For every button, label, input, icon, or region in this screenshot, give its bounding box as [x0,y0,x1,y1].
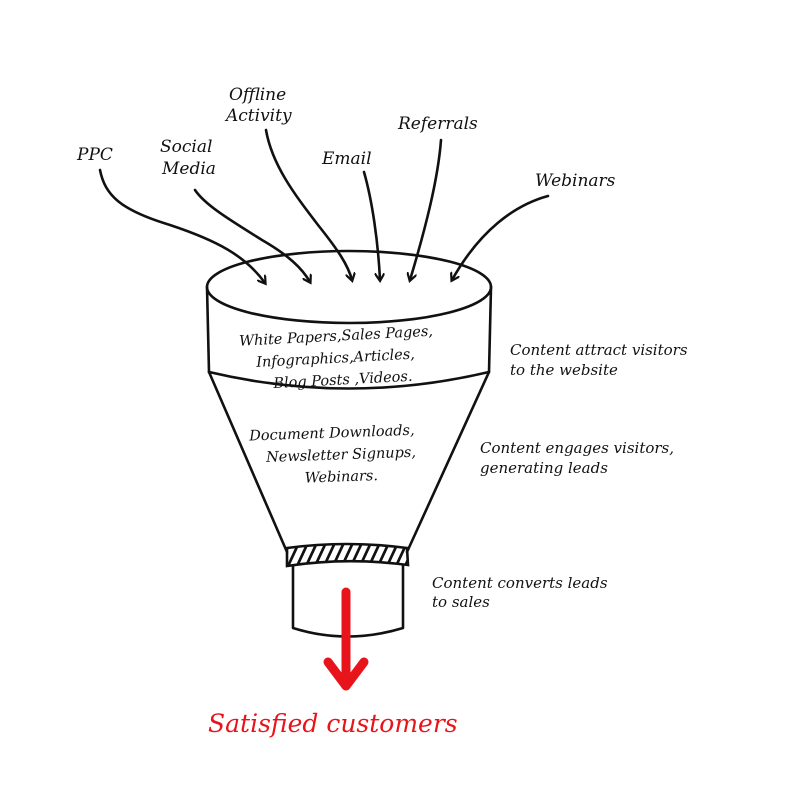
funnel-wall-left-top [205,285,211,374]
note-line: to the website [510,361,618,379]
arrow-offline-activity [264,128,352,280]
source-referrals: Referrals [397,114,478,134]
source-social-media: Social Media [160,137,216,179]
note-line: to sales [432,593,490,611]
note-line: Content engages visitors, [480,439,674,457]
funnel-wall-left-cone [207,370,289,554]
stage-content-line: Newsletter Signups, [265,445,416,466]
note-convert: Content converts leads to sales [432,574,608,611]
funnel [205,249,493,638]
stage-content-line: Infographics,Articles, [255,347,415,371]
source-label: Referrals [397,114,478,134]
source-label-line1: Social [160,137,212,157]
source-label-line2: Media [161,159,216,179]
source-label-line2: Activity [224,106,292,126]
arrow-referrals [410,138,443,280]
source-label: Webinars [535,171,616,191]
note-attract: Content attract visitors to the website [510,341,688,379]
note-line: Content converts leads [432,574,608,592]
arrow-social-media [193,188,310,282]
source-label: PPC [76,145,113,165]
source-email: Email [321,149,372,169]
note-line: generating leads [480,459,608,477]
output-arrow [323,587,369,691]
funnel-wall-right-cone [405,370,491,554]
note-engage: Content engages visitors, generating lea… [480,439,674,477]
stage-content-line: Blog Posts ,Videos. [272,369,413,392]
stage-content-line: Webinars. [305,468,379,487]
stage-content-line: White Papers,Sales Pages, [239,324,434,350]
source-label-line1: Offline [229,85,286,105]
funnel-rim [205,249,493,325]
source-webinars: Webinars [535,171,616,191]
outcome-label: Satisfied customers [208,709,458,738]
funnel-wall-right-top [487,285,493,374]
arrow-email [362,170,380,280]
source-ppc: PPC [76,145,113,165]
stage-engage-contents: Document Downloads, Newsletter Signups, … [248,423,416,487]
stage-divider [207,370,491,390]
source-label: Email [321,149,372,169]
note-line: Content attract visitors [510,341,688,359]
source-offline-activity: Offline Activity [224,85,292,126]
funnel-neck-band [285,542,410,568]
stage-content-line: Document Downloads, [248,423,415,445]
